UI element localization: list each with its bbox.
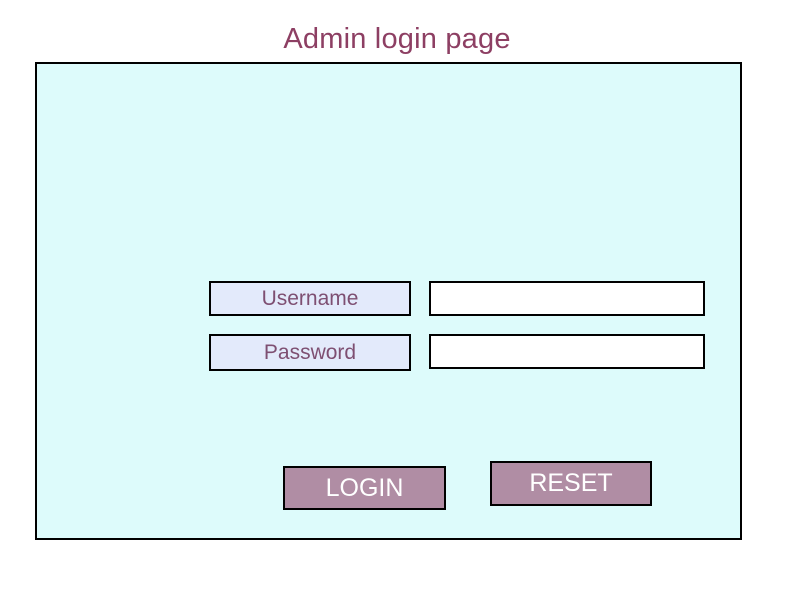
password-input[interactable]	[429, 334, 705, 369]
login-button[interactable]: LOGIN	[283, 466, 446, 510]
username-input[interactable]	[429, 281, 705, 316]
username-label: Username	[209, 281, 411, 316]
password-label: Password	[209, 334, 411, 371]
reset-button[interactable]: RESET	[490, 461, 652, 506]
page-title: Admin login page	[283, 23, 511, 55]
login-form-panel: Username Password LOGIN RESET	[35, 62, 742, 540]
